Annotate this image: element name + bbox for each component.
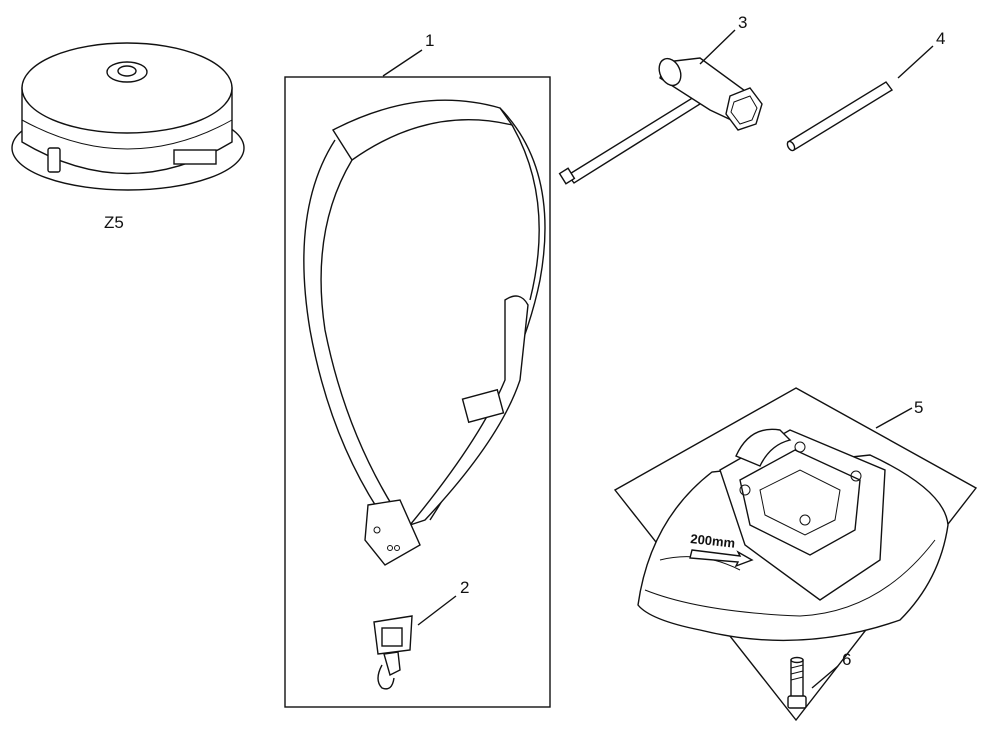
leader-1 bbox=[382, 49, 423, 77]
leader-4 bbox=[897, 45, 934, 79]
leader-5 bbox=[875, 407, 913, 429]
label-z5: Z5 bbox=[104, 213, 124, 232]
label-6: 6 bbox=[842, 650, 851, 669]
leader-2 bbox=[417, 595, 457, 626]
locking-pin bbox=[786, 81, 894, 152]
harness-strap bbox=[303, 99, 546, 566]
label-3: 3 bbox=[738, 13, 747, 32]
leader-6 bbox=[811, 665, 839, 689]
hanger-hook bbox=[373, 615, 413, 690]
label-4: 4 bbox=[936, 29, 945, 48]
spark-plug-wrench bbox=[558, 57, 763, 185]
guard-box bbox=[613, 387, 978, 722]
label-1: 1 bbox=[425, 31, 434, 50]
spool-cover-part bbox=[11, 42, 245, 191]
label-5: 5 bbox=[914, 398, 923, 417]
grass-guard bbox=[637, 428, 949, 642]
label-2: 2 bbox=[460, 578, 469, 597]
harness-box bbox=[284, 76, 551, 708]
guard-marking: 200mm bbox=[690, 531, 736, 551]
guard-bolt bbox=[787, 656, 807, 709]
leader-3 bbox=[699, 29, 736, 65]
